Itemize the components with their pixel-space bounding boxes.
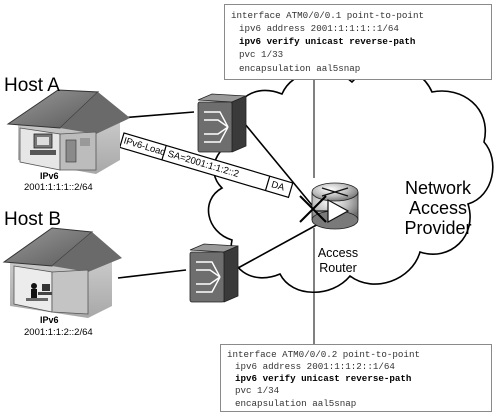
host-a-label: Host A: [4, 75, 60, 96]
router-label: Access Router: [312, 246, 364, 276]
cloud-label-line-1: Network: [404, 178, 471, 198]
packet-dest-label: DA: [269, 179, 286, 194]
host-b-address: 2001:1:1:2::2/64: [24, 327, 93, 338]
config-box-bottom: interface ATM0/0/0.2 point-to-point ipv6…: [220, 344, 492, 412]
host-b-house-icon: [2, 227, 122, 318]
access-router-icon: [299, 182, 359, 230]
host-a-address: 2001:1:1:1::2/64: [24, 182, 93, 193]
host-b-protocol: IPv6: [40, 315, 59, 325]
router-label-line-2: Router: [319, 261, 357, 275]
router-label-line-1: Access: [317, 246, 359, 260]
config-top-line-2: ipv6 address 2001:1:1:1::1/64: [239, 23, 399, 34]
switch-a-icon: [197, 93, 247, 153]
switch-b-icon: [189, 243, 239, 303]
config-top-line-1: interface ATM0/0/0.1 point-to-point: [231, 10, 424, 21]
link-switchb-router: [237, 221, 323, 269]
cloud-label-line-2: Access: [408, 198, 468, 218]
config-top-line-3: ipv6 verify unicast reverse-path: [239, 36, 416, 47]
config-bottom-line-3: ipv6 verify unicast reverse-path: [235, 373, 412, 384]
host-b-label: Host B: [4, 209, 62, 230]
config-top-line-4: pvc 1/33: [239, 49, 284, 60]
config-top-line-5: encapsulation aal5snap: [239, 63, 361, 74]
link-hostb-switch: [117, 269, 187, 279]
packet-banner: [118, 132, 294, 199]
config-bottom-line-1: interface ATM0/0/0.2 point-to-point: [227, 349, 420, 360]
cloud-label: Network Access Provider: [388, 178, 488, 238]
host-a-protocol: IPv6: [40, 171, 59, 181]
cloud-label-line-3: Provider: [404, 218, 472, 238]
host-a-house-icon: [6, 89, 130, 174]
config-bottom-line-4: pvc 1/34: [235, 385, 280, 396]
config-box-top: interface ATM0/0/0.1 point-to-point ipv6…: [224, 4, 492, 80]
link-hosta-switch: [119, 111, 195, 119]
link-switcha-router: [239, 117, 317, 211]
config-bottom-line-2: ipv6 address 2001:1:1:2::1/64: [235, 361, 395, 372]
config-bottom-line-5: encapsulation aal5snap: [235, 398, 357, 409]
